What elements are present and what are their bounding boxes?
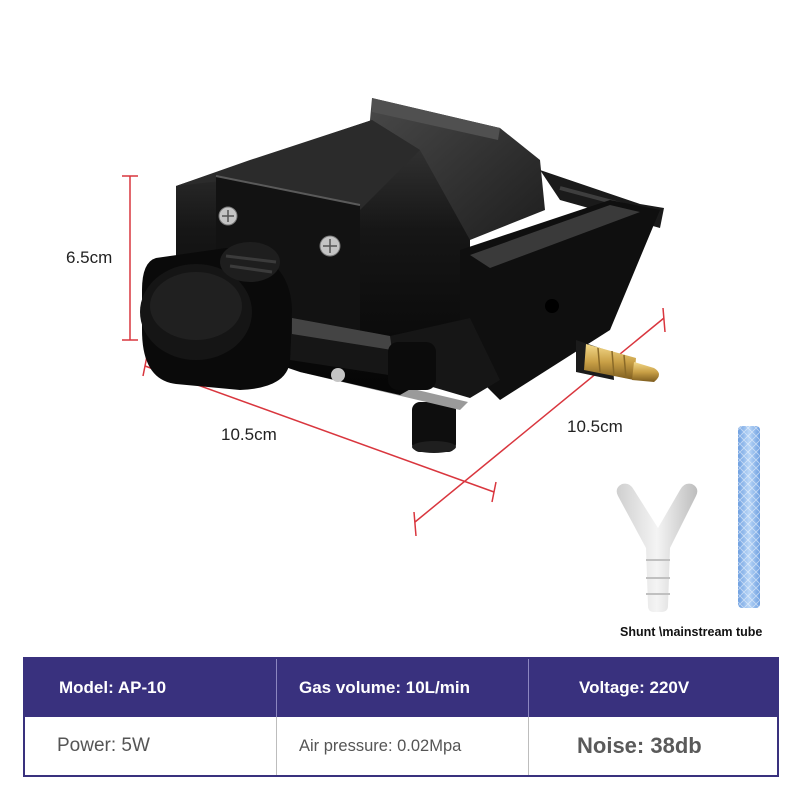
y-shunt-connector bbox=[616, 483, 698, 612]
spec-noise: Noise: 38db bbox=[528, 717, 777, 775]
height-dimension-line bbox=[122, 175, 138, 341]
spec-voltage: Voltage: 220V bbox=[528, 659, 777, 717]
depth-dimension-label: 10.5cm bbox=[567, 417, 623, 436]
spec-air-pressure: Air pressure: 0.02Mpa bbox=[276, 717, 528, 775]
width-dimension-label: 10.5cm bbox=[221, 425, 277, 444]
product-illustration bbox=[122, 98, 760, 612]
depth-dimension-line bbox=[413, 307, 666, 537]
spec-table: Model: AP-10 Gas volume: 10L/min Voltage… bbox=[23, 657, 779, 777]
accessories-caption: Shunt \mainstream tube bbox=[620, 625, 763, 639]
spec-gas-volume: Gas volume: 10L/min bbox=[276, 659, 528, 717]
spec-power: Power: 5W bbox=[25, 717, 276, 775]
spec-model: Model: AP-10 bbox=[25, 659, 276, 717]
mainstream-tube bbox=[738, 426, 760, 608]
height-dimension-label: 6.5cm bbox=[66, 248, 113, 267]
air-pump bbox=[140, 98, 664, 453]
